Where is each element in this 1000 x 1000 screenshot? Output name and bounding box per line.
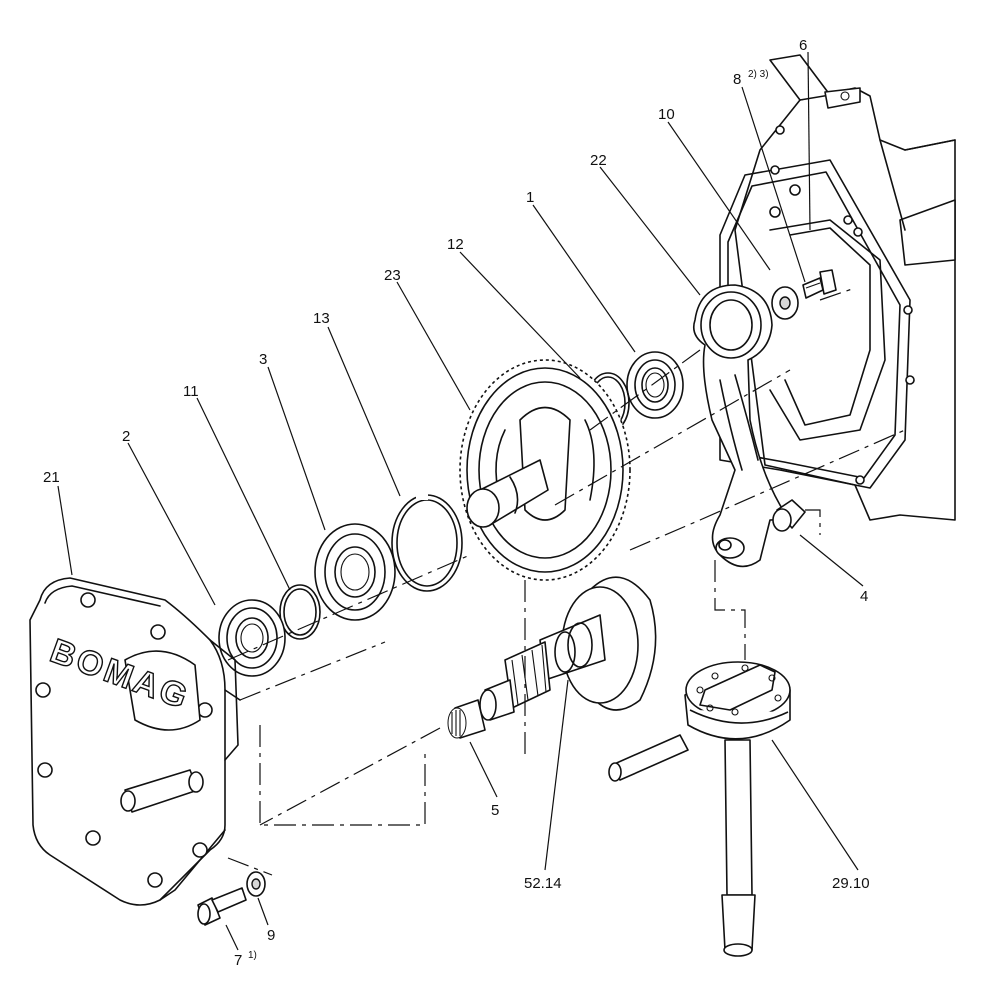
label-8-note: 2) 3): [748, 69, 769, 80]
label-2: 2: [122, 428, 130, 445]
bearing-1: [626, 351, 684, 419]
needle-bearing-5: [447, 699, 486, 739]
gear-shaft: [466, 459, 549, 528]
assembly-axis-lines: [227, 287, 906, 876]
label-29-10: 29.10: [832, 875, 870, 892]
label-52-14: 52.14: [524, 875, 562, 892]
label-9: 9: [267, 927, 275, 944]
label-12: 12: [447, 236, 464, 253]
part-labels: 21 2 11 3 13 23 12 1 22 10 8 2) 3) 6 4 5…: [43, 37, 870, 969]
pinion-shaft-52-14: [479, 576, 657, 721]
cover-21: BOMAG: [29, 577, 241, 906]
label-1: 1: [526, 189, 534, 206]
washer-9: [246, 871, 266, 897]
label-6: 6: [799, 37, 807, 54]
label-5: 5: [491, 802, 499, 819]
circlip-13: [391, 494, 463, 592]
gearbox-housing: [719, 54, 956, 521]
label-21: 21: [43, 469, 60, 486]
leader-lines: [57, 51, 864, 951]
bolt-8: [802, 269, 837, 299]
label-3: 3: [259, 351, 267, 368]
bolt-7: [197, 887, 247, 926]
bushing-4: [772, 499, 806, 532]
gear-23: [459, 359, 631, 581]
support-arm-22: [692, 284, 785, 568]
circlip-11: [279, 584, 321, 640]
label-8: 8: [733, 71, 741, 88]
label-10: 10: [658, 106, 675, 123]
label-11: 11: [183, 383, 199, 400]
bearing-3: [314, 523, 396, 621]
washer-10: [771, 286, 799, 320]
label-4: 4: [860, 588, 868, 605]
bearing-2: [218, 599, 286, 677]
label-13: 13: [313, 310, 330, 327]
label-7-note: 1): [248, 950, 257, 961]
label-23: 23: [384, 267, 401, 284]
label-22: 22: [590, 152, 607, 169]
tool-29-10: [608, 661, 791, 957]
label-7: 7: [234, 952, 242, 969]
